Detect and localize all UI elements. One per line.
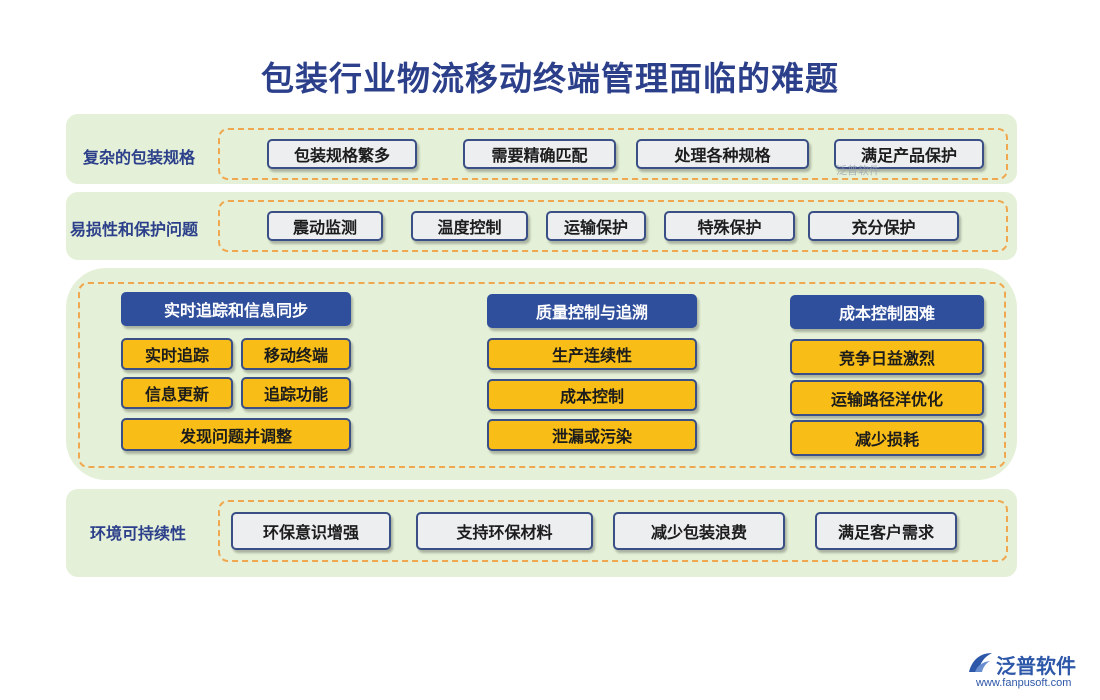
section-core-issues-frame <box>78 282 1006 468</box>
section-sustainability-frame <box>218 500 1008 562</box>
section-sustainability-label: 环境可持续性 <box>90 524 187 543</box>
tracking-item-4: 追踪功能 <box>241 377 351 409</box>
quality-item-2: 成本控制 <box>487 379 697 411</box>
header-quality-control: 质量控制与追溯 <box>487 294 697 328</box>
cost-item-3: 减少损耗 <box>790 420 984 456</box>
fragility-item-5: 充分保护 <box>808 211 959 241</box>
fragility-item-4: 特殊保护 <box>664 211 795 241</box>
section-fragility-frame <box>218 200 1008 252</box>
tracking-item-5: 发现问题并调整 <box>121 418 351 451</box>
sustain-item-1: 环保意识增强 <box>231 512 391 550</box>
header-tracking-sync: 实时追踪和信息同步 <box>121 292 351 326</box>
cost-item-2: 运输路径洋优化 <box>790 380 984 416</box>
tracking-item-2: 移动终端 <box>241 338 351 370</box>
section-fragility-label: 易损性和保护问题 <box>70 220 199 239</box>
spec-item-1: 包装规格繁多 <box>267 139 417 169</box>
brand-logo: 泛普软件 www.fanpusoft.com <box>966 650 1092 690</box>
cost-item-1: 竞争日益激烈 <box>790 339 984 375</box>
spec-item-2: 需要精确匹配 <box>463 139 616 169</box>
header-cost-control: 成本控制困难 <box>790 295 984 329</box>
quality-item-1: 生产连续性 <box>487 338 697 370</box>
watermark: 泛普软件 <box>836 164 880 177</box>
fanpu-logo-icon <box>969 653 992 672</box>
page-title: 包装行业物流移动终端管理面临的难题 <box>261 59 839 98</box>
fragility-item-3: 运输保护 <box>546 211 646 241</box>
quality-item-3: 泄漏或污染 <box>487 419 697 451</box>
sustain-item-4: 满足客户需求 <box>815 512 957 550</box>
brand-name: 泛普软件 <box>996 654 1076 678</box>
fragility-item-1: 震动监测 <box>267 211 383 241</box>
section-complex-specs-frame <box>218 128 1008 180</box>
sustain-item-3: 减少包装浪费 <box>613 512 785 550</box>
tracking-item-1: 实时追踪 <box>121 338 233 370</box>
sustain-item-2: 支持环保材料 <box>416 512 593 550</box>
fragility-item-2: 温度控制 <box>411 211 528 241</box>
section-complex-specs-label: 复杂的包装规格 <box>83 148 196 167</box>
brand-url: www.fanpusoft.com <box>976 677 1072 689</box>
spec-item-4: 满足产品保护 <box>834 139 984 169</box>
spec-item-3: 处理各种规格 <box>636 139 809 169</box>
tracking-item-3: 信息更新 <box>121 377 233 409</box>
